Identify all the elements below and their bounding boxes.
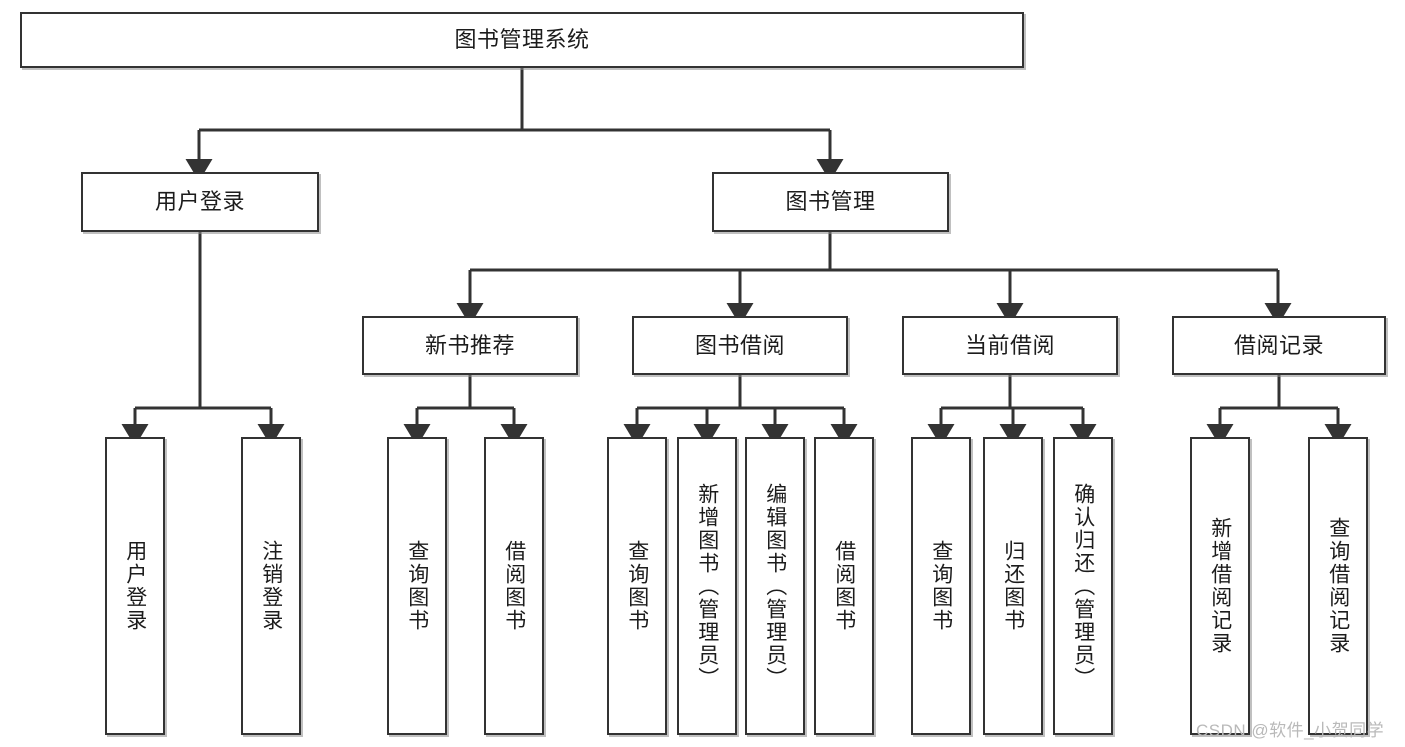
root-node-图书管理系统: 图书管理系统 — [20, 12, 1024, 68]
leaf-node-编辑图书管理员-6: 编辑图书（管理员） — [745, 437, 805, 735]
level2-node-图书借阅-1: 图书借阅 — [632, 316, 848, 375]
leaf-node-查询图书-4: 查询图书 — [607, 437, 667, 735]
node-label: 归还图书 — [1001, 540, 1025, 632]
leaf-node-新增图书管理员-5: 新增图书（管理员） — [677, 437, 737, 735]
level2-node-当前借阅-2: 当前借阅 — [902, 316, 1118, 375]
node-label: 当前借阅 — [964, 332, 1055, 358]
node-label: 图书管理 — [785, 189, 876, 215]
node-label: 借阅记录 — [1233, 332, 1324, 358]
leaf-node-确认归还管理员-10: 确认归还（管理员） — [1053, 437, 1113, 735]
node-label: 查询图书 — [929, 540, 953, 632]
node-label: 用户登录 — [123, 540, 147, 632]
node-label: 新增借阅记录 — [1208, 517, 1232, 655]
csdn-watermark: CSDN @软件_小贺同学 — [1196, 721, 1385, 740]
node-label: 注销登录 — [259, 540, 283, 632]
node-label: 用户登录 — [154, 189, 245, 215]
node-label: 新书推荐 — [424, 332, 515, 358]
level1-node-用户登录-0: 用户登录 — [81, 172, 319, 232]
leaf-node-查询图书-8: 查询图书 — [911, 437, 971, 735]
node-label: 图书借阅 — [694, 332, 785, 358]
node-label: 确认归还（管理员） — [1071, 482, 1095, 690]
node-label: 借阅图书 — [832, 540, 856, 632]
node-label: 图书管理系统 — [454, 27, 590, 53]
leaf-node-查询借阅记录-12: 查询借阅记录 — [1308, 437, 1368, 735]
leaf-node-用户登录-0: 用户登录 — [105, 437, 165, 735]
leaf-node-借阅图书-3: 借阅图书 — [484, 437, 544, 735]
leaf-node-注销登录-1: 注销登录 — [241, 437, 301, 735]
leaf-node-借阅图书-7: 借阅图书 — [814, 437, 874, 735]
level1-node-图书管理-1: 图书管理 — [712, 172, 949, 232]
node-label: 查询图书 — [625, 540, 649, 632]
level2-node-新书推荐-0: 新书推荐 — [362, 316, 578, 375]
node-label: 查询借阅记录 — [1326, 517, 1350, 655]
level2-node-借阅记录-3: 借阅记录 — [1172, 316, 1386, 375]
node-label: 编辑图书（管理员） — [763, 482, 787, 690]
node-label: 借阅图书 — [502, 540, 526, 632]
leaf-node-新增借阅记录-11: 新增借阅记录 — [1190, 437, 1250, 735]
node-label: 查询图书 — [405, 540, 429, 632]
leaf-node-查询图书-2: 查询图书 — [387, 437, 447, 735]
node-label: 新增图书（管理员） — [695, 482, 719, 690]
leaf-node-归还图书-9: 归还图书 — [983, 437, 1043, 735]
